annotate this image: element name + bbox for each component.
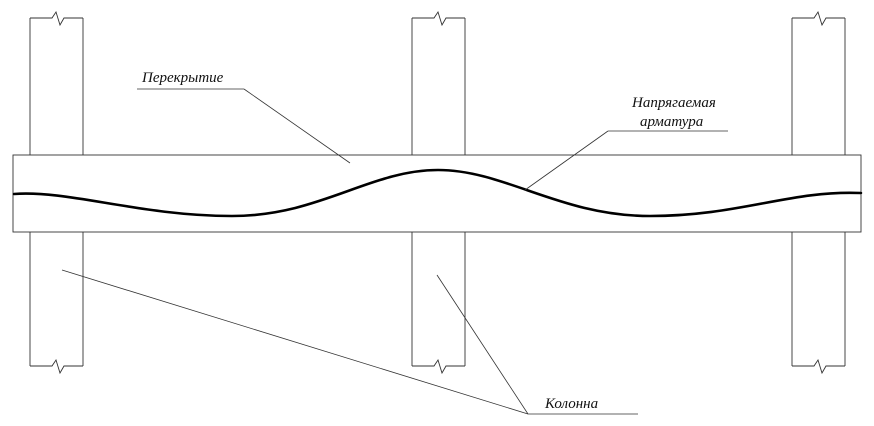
column-middle-lower: [411, 232, 466, 375]
column-middle-upper: [411, 10, 466, 155]
break-symbol: [792, 10, 845, 27]
column-right-lower: [791, 232, 846, 375]
tendon-leader-line: [524, 130, 609, 191]
column-leader-line-left: [61, 269, 529, 415]
column-left-upper: [29, 10, 84, 155]
break-symbol: [412, 10, 465, 27]
column-right-upper: [791, 10, 846, 155]
tendon-label-line2: арматура: [640, 114, 703, 130]
slab: [12, 154, 862, 233]
break-symbol: [30, 10, 83, 27]
column-label: Колонна: [544, 396, 598, 412]
column-leader-line-middle: [436, 274, 529, 415]
tendon-label-line1: Напрягаемая: [631, 95, 716, 111]
prestressed-tendon: [12, 168, 863, 218]
slab-leader-line: [243, 88, 351, 164]
break-symbol: [412, 358, 465, 375]
break-symbol: [30, 358, 83, 375]
break-symbol: [792, 358, 845, 375]
slab-label: Перекрытие: [141, 70, 224, 86]
column-left-lower: [29, 232, 84, 375]
